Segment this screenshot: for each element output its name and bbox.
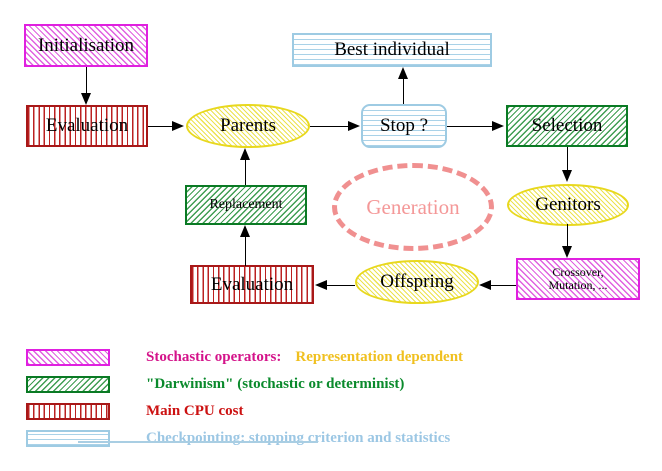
legend-swatch-green-diagonal-hatch: [26, 375, 110, 393]
legend-row-stochastic-operators: Stochastic operators: Representation depe…: [26, 344, 463, 370]
edge-evaluation-to-parents: [148, 126, 174, 127]
edge-genitors-to-crossover: [567, 224, 568, 250]
legend-label-checkpointing: Checkpointing: stopping criterion and st…: [146, 429, 451, 446]
legend-row-checkpointing: Checkpointing: stopping criterion and st…: [26, 425, 450, 451]
edge-crossover-to-offspring-arrowhead: [479, 280, 491, 290]
node-evaluation-top[interactable]: Evaluation: [26, 105, 148, 147]
legend-label-darwinism: "Darwinism" (stochastic or determinist): [146, 375, 405, 392]
edge-offspring-to-evaluation: [327, 285, 355, 286]
node-generation-label: Generation: [366, 194, 460, 219]
node-genitors[interactable]: Genitors: [507, 184, 629, 226]
legend-accent-representation-dependent: Representation dependent: [295, 348, 464, 365]
edge-replacement-to-parents-arrowhead: [240, 148, 250, 160]
node-best-individual-label: Best individual: [334, 39, 450, 61]
edge-genitors-to-crossover-arrowhead: [562, 246, 572, 258]
bottom-divider: [78, 441, 318, 443]
edge-offspring-to-evaluation-arrowhead: [315, 280, 327, 290]
edge-initialisation-to-evaluation-arrowhead: [81, 93, 91, 105]
legend-swatch-red-vertical-hatch: [26, 402, 110, 420]
legend-swatch-blue-horizontal-hatch: [26, 429, 110, 447]
node-evaluation-top-label: Evaluation: [45, 115, 129, 137]
node-replacement-label: Replacement: [209, 196, 283, 212]
edge-crossover-to-offspring: [490, 285, 516, 286]
node-evaluation-bottom-label: Evaluation: [210, 273, 294, 295]
edge-parents-to-stop: [310, 126, 350, 127]
legend-swatch-magenta-diagonal-hatch: [26, 348, 110, 366]
edge-evaluation-to-replacement-arrowhead: [240, 225, 250, 237]
node-best-individual[interactable]: Best individual: [292, 33, 492, 67]
node-offspring-label: Offspring: [380, 271, 454, 293]
node-crossover-mutation[interactable]: Crossover, Mutation, ...: [516, 258, 640, 300]
edge-stop-to-best-individual: [403, 75, 404, 104]
edge-stop-to-best-individual-arrowhead: [398, 67, 408, 79]
node-offspring[interactable]: Offspring: [355, 260, 479, 304]
node-initialisation[interactable]: Initialisation: [24, 24, 148, 67]
edge-stop-to-selection: [447, 126, 493, 127]
edge-selection-to-genitors: [567, 147, 568, 173]
node-crossover-mutation-label: Crossover, Mutation, ...: [548, 265, 608, 292]
legend-row-main-cpu-cost: Main CPU cost: [26, 398, 244, 424]
node-stop[interactable]: Stop ?: [361, 104, 447, 148]
legend-row-darwinism: "Darwinism" (stochastic or determinist): [26, 371, 404, 397]
legend-label-main-cpu-cost: Main CPU cost: [146, 402, 244, 419]
legend-text-stochastic-operators: Stochastic operators:: [146, 348, 282, 365]
edge-selection-to-genitors-arrowhead: [562, 170, 572, 182]
edge-initialisation-to-evaluation: [86, 67, 87, 97]
node-parents[interactable]: Parents: [186, 104, 310, 148]
node-genitors-label: Genitors: [535, 194, 601, 216]
node-evaluation-bottom[interactable]: Evaluation: [190, 265, 314, 304]
node-selection-label: Selection: [531, 115, 603, 137]
node-replacement[interactable]: Replacement: [185, 185, 307, 225]
node-parents-label: Parents: [220, 115, 276, 137]
legend-label-stochastic-operators: Stochastic operators: Representation depe…: [146, 349, 463, 366]
node-generation: Generation: [332, 163, 494, 251]
node-selection[interactable]: Selection: [506, 105, 628, 147]
edge-replacement-to-parents: [245, 160, 246, 185]
edge-parents-to-stop-arrowhead: [348, 121, 360, 131]
edge-evaluation-to-replacement: [245, 236, 246, 266]
node-initialisation-label: Initialisation: [37, 34, 135, 56]
edge-stop-to-selection-arrowhead: [492, 121, 504, 131]
edge-evaluation-to-parents-arrowhead: [172, 121, 184, 131]
node-stop-label: Stop ?: [379, 115, 429, 137]
